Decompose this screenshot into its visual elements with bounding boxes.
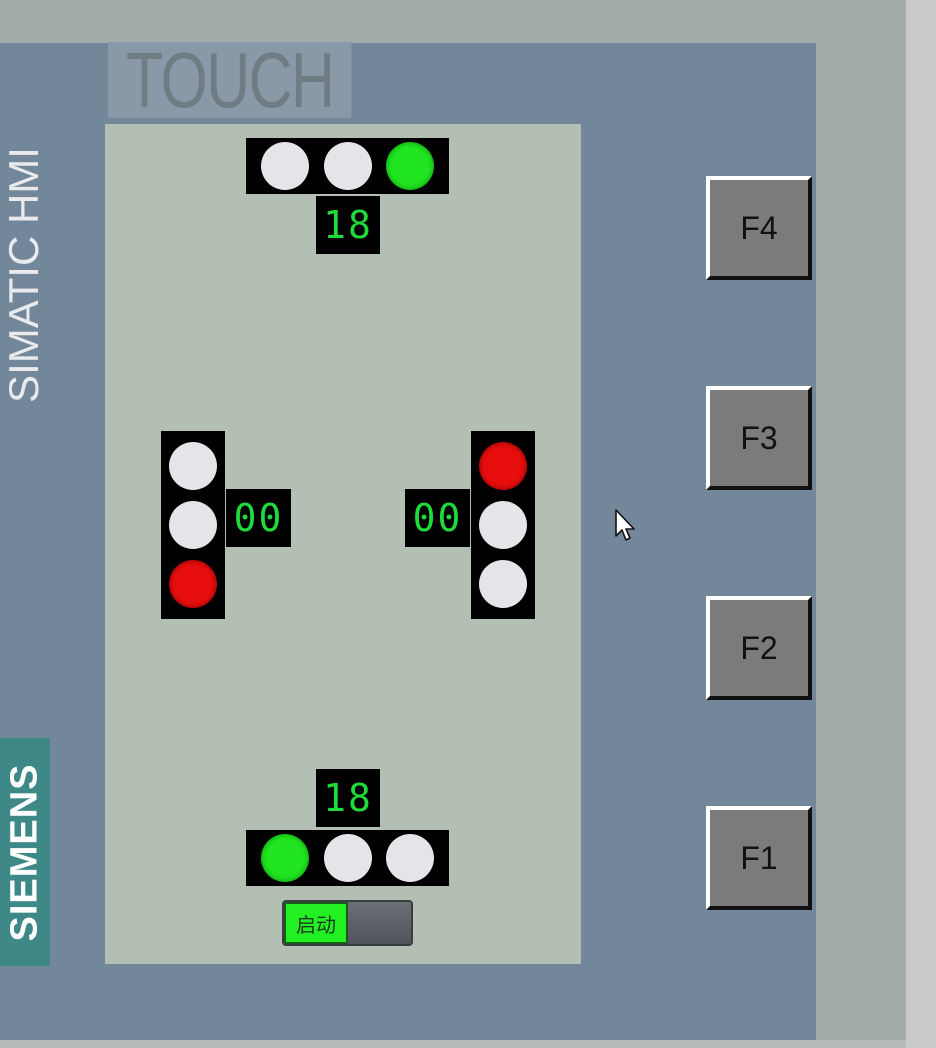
- f1-key[interactable]: F1: [706, 806, 812, 910]
- simatic-hmi-label: SIMATIC HMI: [0, 110, 48, 440]
- traffic-light-west: [161, 431, 225, 619]
- traffic-light-east: [471, 431, 535, 619]
- mouse-pointer-icon: [615, 509, 635, 541]
- start-switch-track: [348, 902, 411, 944]
- f4-key[interactable]: F4: [706, 176, 812, 280]
- traffic-light-north: [246, 138, 449, 194]
- lamp-south-3-white: [386, 834, 435, 882]
- lamp-south-1-green: [260, 834, 309, 882]
- touch-label: TOUCH: [108, 41, 352, 119]
- start-switch-knob: 启动: [284, 902, 348, 944]
- timer-display-west: 00: [226, 489, 291, 547]
- start-toggle-switch[interactable]: 启动: [282, 900, 413, 946]
- maker-text: SIEMENS: [3, 762, 46, 942]
- lamp-south-2-white: [323, 834, 372, 882]
- lamp-east-1-red: [479, 442, 527, 490]
- lamp-west-2-white: [169, 501, 217, 549]
- lamp-west-1-white: [169, 442, 217, 490]
- lamp-west-3-red: [169, 560, 217, 608]
- lamp-east-3-white: [479, 560, 527, 608]
- brand-text: SIMATIC HMI: [0, 147, 48, 403]
- siemens-logo: SIEMENS: [0, 738, 50, 966]
- lamp-north-3-green: [386, 142, 435, 190]
- bezel-right-edge: [906, 0, 936, 1048]
- traffic-light-south: [246, 830, 449, 886]
- timer-display-north: 18: [316, 196, 380, 254]
- lamp-north-1-white: [260, 142, 309, 190]
- timer-display-south: 18: [316, 769, 380, 827]
- f2-key[interactable]: F2: [706, 596, 812, 700]
- bezel-bottom-edge: [0, 1040, 906, 1048]
- start-switch-label: 启动: [296, 914, 336, 937]
- lamp-east-2-white: [479, 501, 527, 549]
- lamp-north-2-white: [323, 142, 372, 190]
- f3-key[interactable]: F3: [706, 386, 812, 490]
- timer-display-east: 00: [405, 489, 470, 547]
